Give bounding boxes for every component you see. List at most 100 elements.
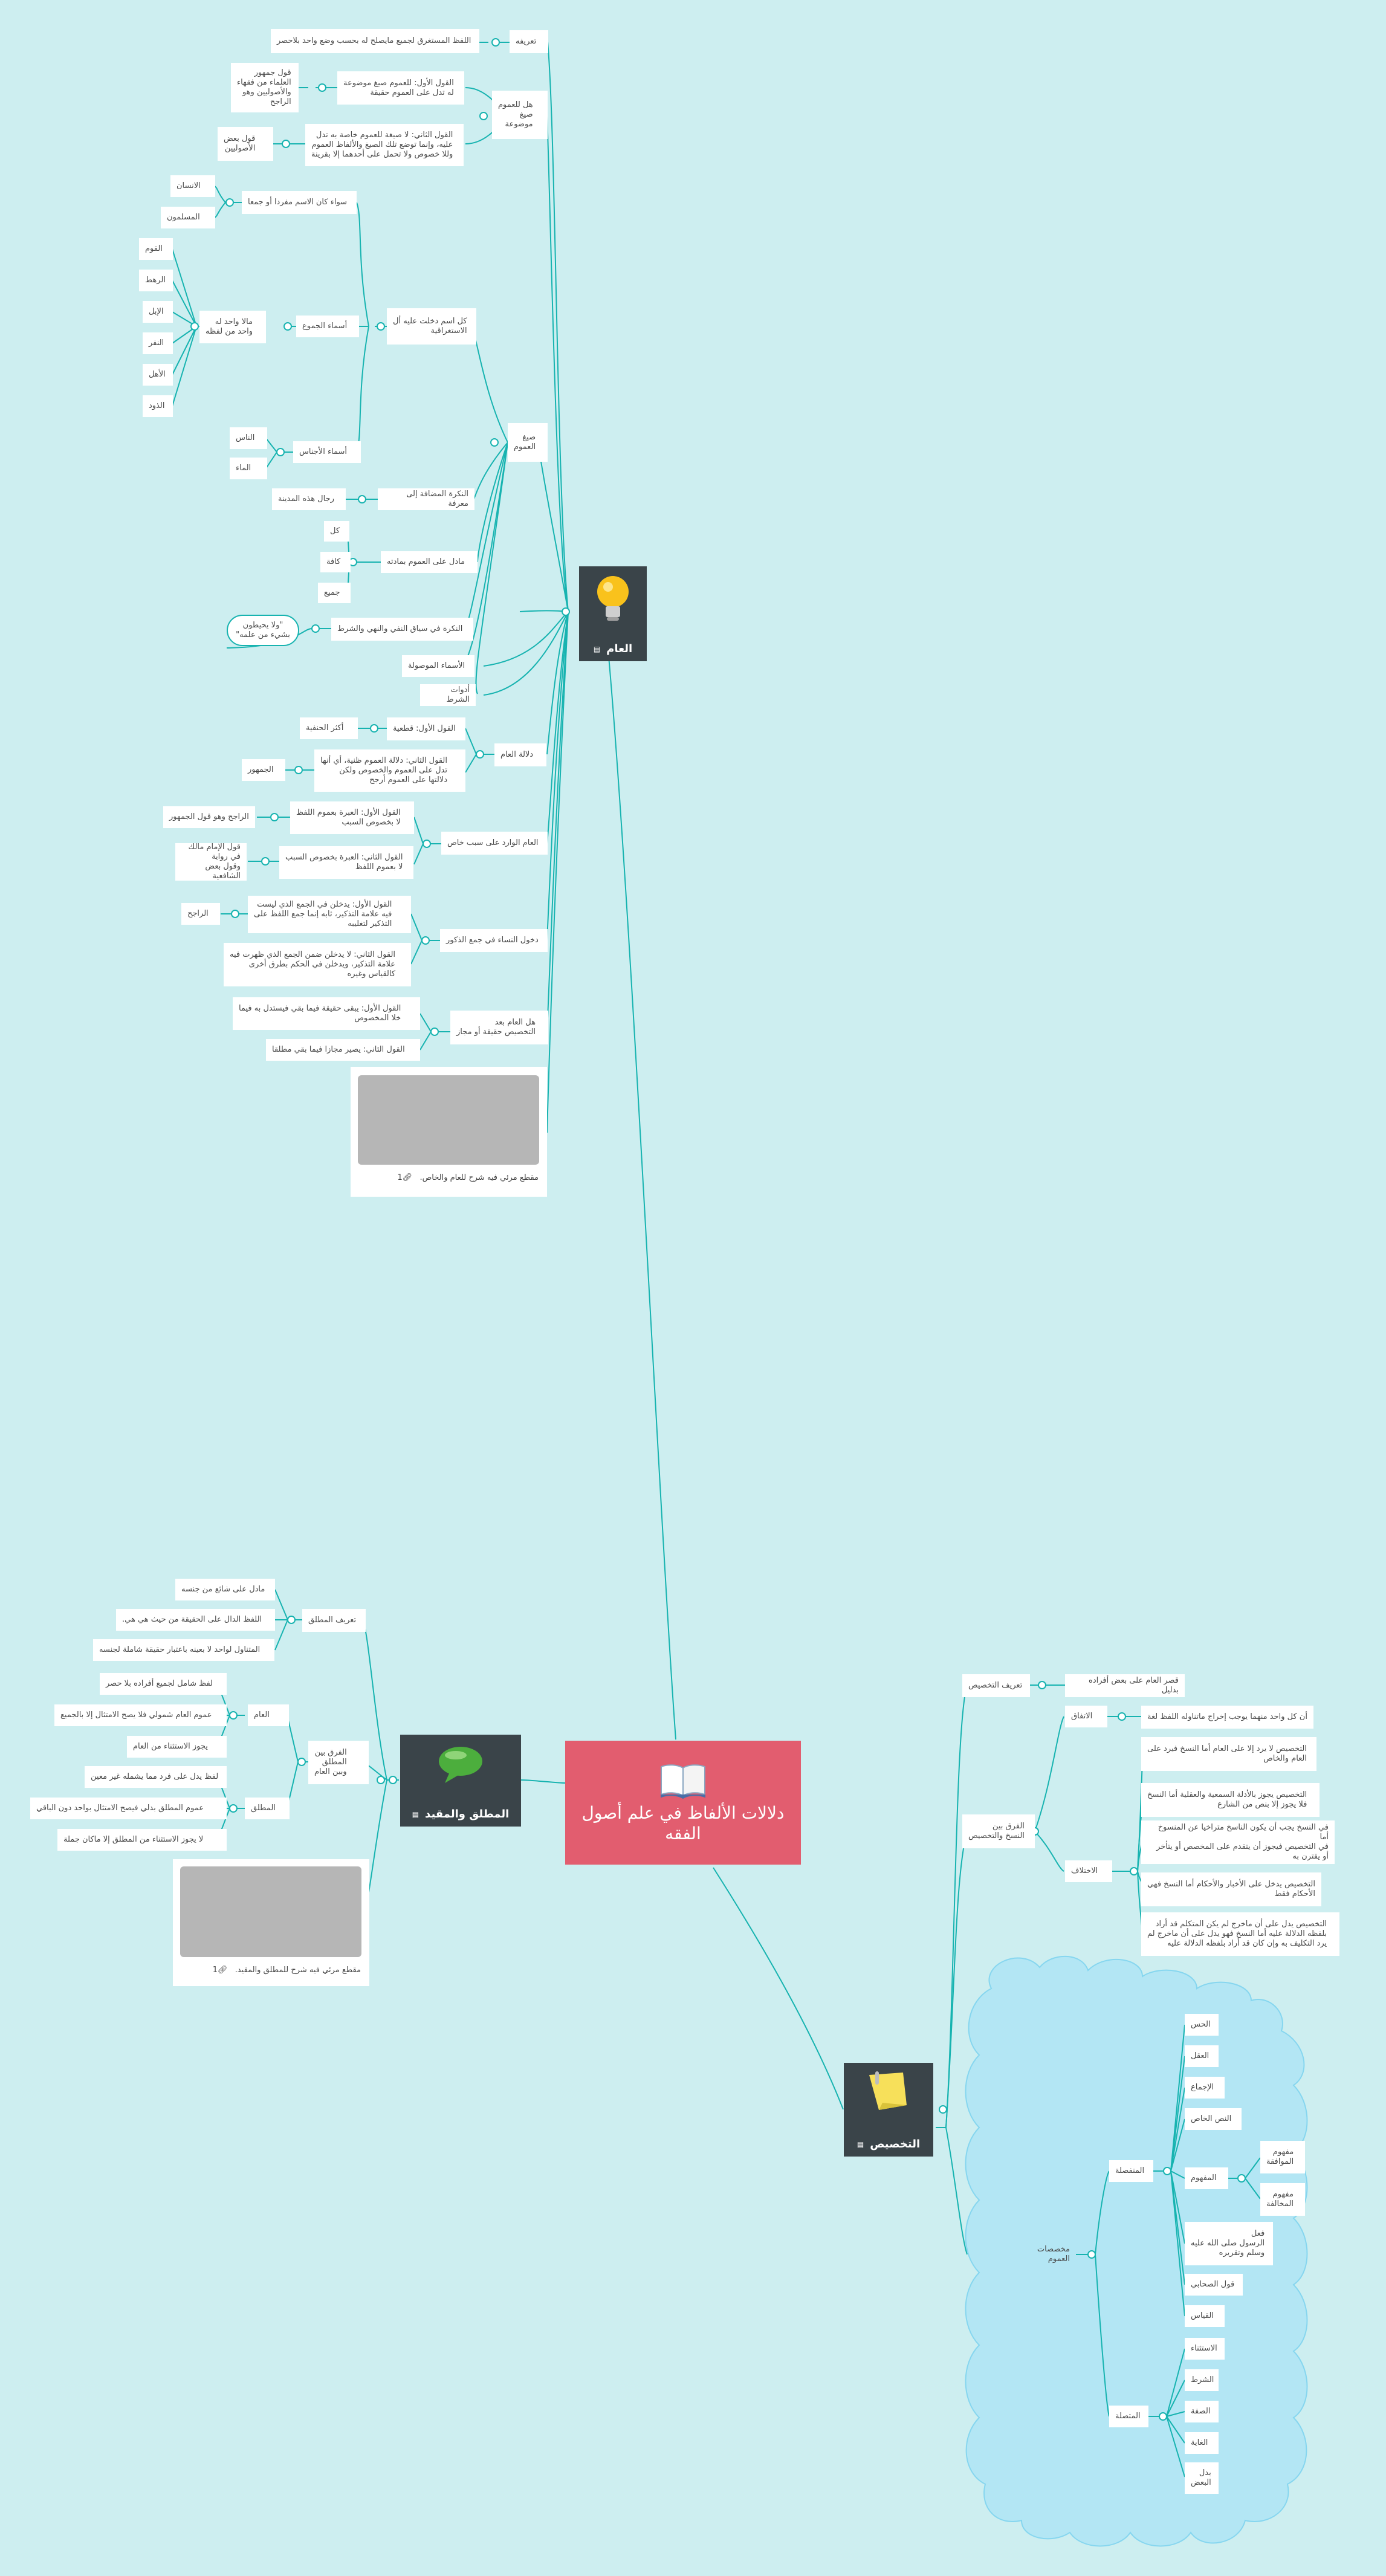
dalala-q1[interactable]: القول الأول: قطعية [387,717,465,740]
siyagh-shart[interactable]: أدوات الشرط [420,684,476,706]
muttasila-sifa[interactable]: الصفة [1185,2401,1219,2422]
aam-nisaa[interactable]: دخول النساء في جمع الذكور [440,929,548,952]
mukhassisat-munfasila[interactable]: المنفصلة [1109,2160,1153,2182]
siyagh-jumu[interactable]: أسماء الجموع [296,316,359,337]
nisaa-q1-who[interactable]: الراجح [181,903,220,925]
munfasila-sahabi[interactable]: قول الصحابي [1185,2274,1243,2296]
dalala-q1-who[interactable]: أكثر الحنفية [300,717,358,739]
dalala-q2[interactable]: القول الثاني: دلالة العموم ظنية، أي أنها… [314,749,465,792]
aam-video-card[interactable]: مقطع مرئي فيه شرح للعام والخاص. 🔗︎1 [351,1067,547,1197]
ikhtilaf-2[interactable]: التخصيص يجوز بالأدلة السمعية والعقلية أم… [1141,1783,1320,1817]
munfasila-ijma[interactable]: الإجماع [1185,2077,1225,2099]
root-topic[interactable]: دلالات الألفاظ في علم أصول الفقه [565,1741,801,1865]
mafhum-muwafaqa[interactable]: مفهوم الموافقة [1260,2141,1305,2173]
mutlaq-tarif-1[interactable]: مادل على شائع من جنسه [175,1579,275,1600]
takhsees-mukhassisat[interactable]: مخصصات العموم [1037,2245,1070,2264]
mafhum-mukhalafa[interactable]: مفهوم المخالفة [1260,2183,1305,2216]
siyagh-jami[interactable]: جميع [318,583,351,603]
siyagh-madal[interactable]: مادل على العموم بمادته [381,551,478,573]
aam-tarif[interactable]: تعريفه [510,30,548,53]
siyagh-kaffa[interactable]: كافة [320,552,351,572]
munfasila-nass[interactable]: النص الخاص [1185,2108,1242,2130]
munfasila-hiss[interactable]: الحس [1185,2014,1219,2036]
siyagh-nafar[interactable]: النفر [143,332,173,354]
ikhtilaf-4[interactable]: التخصيص يدخل على الأخبار والأحكام أما ال… [1141,1872,1321,1906]
aam-baad-takhsees[interactable]: هل العام بعد التخصيص حقيقة أو مجاز [450,1011,548,1044]
baad-q2[interactable]: القول الثاني: يصير مجازا فيما بقي مطلقا [266,1039,420,1061]
ikhtilaf-5[interactable]: التخصيص يدل على أن ماخرج لم يكن المتكلم … [1141,1912,1339,1956]
ikhtilaf-3[interactable]: في النسخ يجب أن يكون الناسخ متراخيا عن ا… [1141,1820,1335,1864]
siyagh-madina[interactable]: رجال هذه المدينة [272,488,346,510]
muttasila-sharti[interactable]: الشرط [1185,2369,1219,2391]
farq-ittifaq-value[interactable]: أن كل واحد منهما يوجب إخراج ماتناوله الل… [1141,1706,1313,1729]
aam-hal-q1-who[interactable]: قول جمهور العلماء من فقهاء والأصوليين وه… [231,63,299,112]
sabab-q1[interactable]: القول الأول: العبرة بعموم اللفظ لا بخصوص… [290,801,414,834]
farq-aam-1[interactable]: لفظ شامل لجميع أفراده بلا حصر [100,1673,227,1695]
farq-ittifaq[interactable]: الاتفاق [1065,1706,1107,1727]
sabab-q1-who[interactable]: الراجح وهو قول الجمهور [163,806,255,828]
topic-takhsees[interactable]: التخصيص▤ [844,2063,933,2157]
aam-hal-siyagh[interactable]: هل للعموم صيغ موضوعة [492,91,548,139]
baad-q1[interactable]: القول الأول: يبقى حقيقة فيما بقي فيستدل … [233,997,420,1030]
siyagh-nas[interactable]: الناس [230,427,267,449]
takhsees-tarif[interactable]: تعريف التخصيص [962,1674,1030,1697]
aam-dalala[interactable]: دلالة العام [494,743,546,766]
siyagh-ahl[interactable]: الأهل [143,364,173,386]
siyagh-muslimun[interactable]: المسلمون [161,207,215,228]
munfasila-qiyas[interactable]: القياس [1185,2305,1225,2327]
aam-hal-q1[interactable]: القول الأول: للعموم صيغ موضوعة له تدل عل… [337,71,464,105]
mutlaq-farq[interactable]: الفرق بين المطلق وبين العام [308,1741,369,1784]
topic-aam[interactable]: العام▤ [579,566,647,661]
nisaa-q1[interactable]: القول الأول: يدخلن في الجمع الذي ليست في… [248,896,411,933]
siyagh-nakira-mudaf[interactable]: النكرة المضافة إلى معرفة [378,488,474,510]
aam-video-thumbnail[interactable] [358,1075,539,1165]
aam-siyagh[interactable]: صيغ العموم [508,423,548,462]
mutlaq-tarif-2[interactable]: اللفظ الدال على الحقيقة من حيث هي هي. [116,1609,275,1631]
mutlaq-tarif-3[interactable]: المتناول لواحد لا بعينه باعتبار حقيقة شا… [93,1639,274,1661]
sabab-q2[interactable]: القول الثاني: العبرة بخصوص السبب لا بعمو… [279,846,413,879]
mutlaq-video-caption[interactable]: مقطع مرئي فيه شرح للمطلق والمقيد. 🔗︎1 [212,1966,361,1975]
mukhassisat-muttasila[interactable]: المتصلة [1109,2406,1148,2427]
muttasila-istithna[interactable]: الاستثناء [1185,2338,1225,2360]
siyagh-ajnas[interactable]: أسماء الأجناس [293,441,361,463]
munfasila-fil[interactable]: فعل الرسول صلى الله عليه وسلم وتقريره [1185,2222,1273,2265]
muttasila-ghaya[interactable]: الغاية [1185,2432,1219,2454]
takhsees-farq[interactable]: الفرق بين النسخ والتخصيص [962,1814,1035,1848]
siyagh-kull[interactable]: كل [324,521,349,542]
ikhtilaf-1[interactable]: التخصيص لا يرد إلا على العام أما النسخ ف… [1141,1737,1316,1771]
munfasila-aql[interactable]: العقل [1185,2045,1219,2067]
dalala-q2-who[interactable]: الجمهور [242,759,285,781]
siyagh-insan[interactable]: الانسان [170,175,215,197]
siyagh-nakira-example[interactable]: "ولا يحيطون بشيء من علمه" [227,615,299,646]
siyagh-qawm[interactable]: القوم [139,238,173,260]
farq-aam[interactable]: العام [248,1704,289,1726]
aam-hal-q2[interactable]: القول الثاني: لا صيغة للعموم خاصة به تدل… [305,124,464,166]
munfasila-mafhum[interactable]: المفهوم [1185,2167,1228,2189]
muttasila-badal[interactable]: بدل البعض [1185,2462,1219,2494]
siyagh-mawsula[interactable]: الأسماء الموصولة [402,655,474,677]
siyagh-mala-wahid[interactable]: مالا واحد له واحد من لفظه [199,311,266,343]
farq-mutlaq-2[interactable]: عموم المطلق بدلي فيصح الامتثال بواحد دون… [30,1798,227,1819]
aam-tarif-value[interactable]: اللفظ المستغرق لجميع مايصلح له بحسب وضع … [271,29,479,53]
farq-ikhtilaf[interactable]: الاختلاف [1065,1860,1112,1882]
siyagh-ibil[interactable]: الإبل [143,301,173,323]
topic-mutlaq[interactable]: المطلق والمقيد▤ [400,1735,521,1827]
mutlaq-video-card[interactable]: مقطع مرئي فيه شرح للمطلق والمقيد. 🔗︎1 [173,1859,369,1986]
aam-sabab[interactable]: العام الوارد على سبب خاص [441,832,548,855]
aam-hal-q2-who[interactable]: قول بعض الأصوليين [218,127,273,161]
farq-mutlaq-3[interactable]: لا يجوز الاستثناء من المطلق إلا ماكان جم… [57,1829,227,1851]
farq-mutlaq[interactable]: المطلق [245,1798,290,1819]
mutlaq-tarif[interactable]: تعريف المطلق [302,1609,366,1632]
siyagh-maa[interactable]: الماء [230,458,267,479]
farq-aam-3[interactable]: يجوز الاستثناء من العام [127,1736,227,1758]
farq-aam-2[interactable]: عموم العام شمولي فلا يصح الامتثال إلا با… [54,1704,227,1726]
takhsees-tarif-value[interactable]: قصر العام على بعض أفراده بدليل [1065,1674,1185,1697]
siyagh-nakira-nafy[interactable]: النكرة في سياق النفي والنهي والشرط [331,618,473,641]
siyagh-thawd[interactable]: الذود [143,395,173,417]
sabab-q2-who[interactable]: قول الإمام مالك في رواية وقول بعض الشافع… [175,843,247,881]
siyagh-mufrad[interactable]: سواء كان الاسم مفردا أو جمعا [242,191,357,214]
siyagh-kull-ism[interactable]: كل اسم دخلت عليه أل الاستغراقية [387,308,476,345]
mutlaq-video-thumbnail[interactable] [180,1866,361,1957]
siyagh-rahat[interactable]: الرهط [139,270,173,291]
nisaa-q2[interactable]: القول الثاني: لا يدخلن ضمن الجمع الذي ظه… [224,943,411,986]
